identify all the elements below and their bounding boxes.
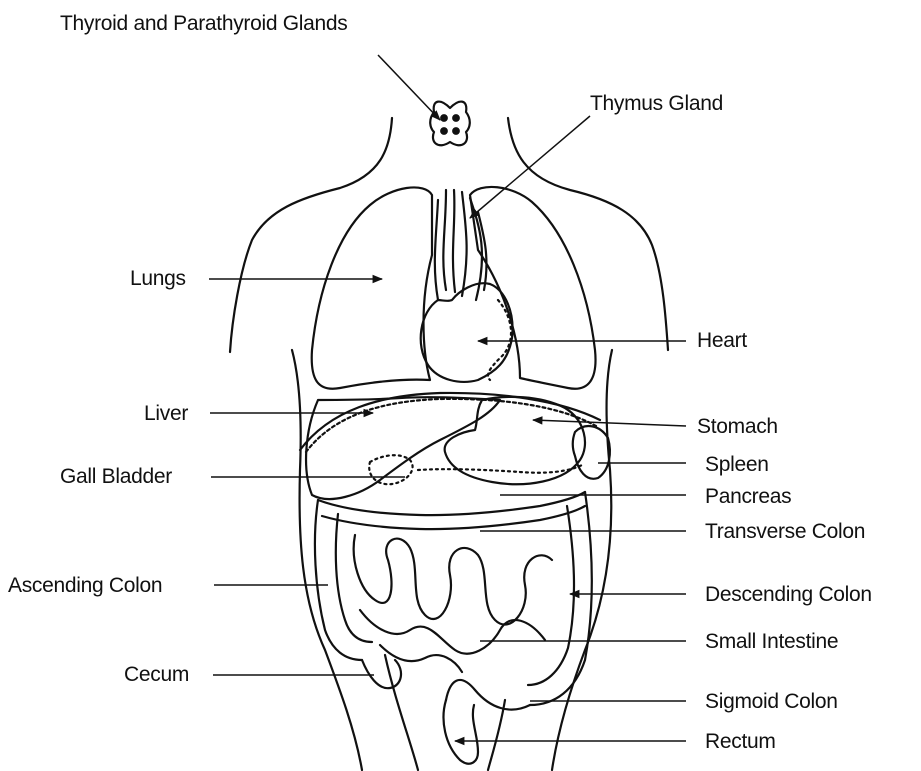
right-lung: [470, 187, 596, 389]
label-liver: Liver: [144, 403, 188, 424]
sigmoid-colon: [446, 680, 530, 710]
label-thyroid: Thyroid and Parathyroid Glands: [60, 13, 348, 34]
label-rectum: Rectum: [705, 731, 776, 752]
leader-line-stomach: [533, 420, 686, 426]
small-intestine: [354, 535, 552, 625]
parathyroid-dot: [441, 128, 447, 134]
label-thymus: Thymus Gland: [590, 93, 723, 114]
left-lung: [312, 187, 432, 388]
gall-bladder: [369, 455, 412, 484]
small-intestine: [380, 645, 462, 672]
label-sigmoid-colon: Sigmoid Colon: [705, 691, 838, 712]
heart: [421, 283, 513, 382]
label-transverse-colon: Transverse Colon: [705, 521, 865, 542]
parathyroid-dot: [441, 115, 447, 121]
label-spleen: Spleen: [705, 454, 769, 475]
diaphragm-inner: [306, 399, 596, 452]
body-outline-left: [230, 118, 392, 352]
spleen: [573, 426, 610, 479]
parathyroid-dot: [453, 115, 459, 121]
label-lungs: Lungs: [130, 268, 186, 289]
parathyroid-dot: [453, 128, 459, 134]
label-gall-bladder: Gall Bladder: [60, 466, 172, 487]
leader-line-thyroid: [378, 55, 440, 120]
label-small-intestine: Small Intestine: [705, 631, 838, 652]
cecum: [362, 660, 401, 688]
label-heart: Heart: [697, 330, 747, 351]
thyroid-gland: [430, 102, 470, 146]
label-pancreas: Pancreas: [705, 486, 791, 507]
body-outline-right: [508, 118, 668, 350]
label-cecum: Cecum: [124, 664, 189, 685]
descending-colon: [530, 492, 592, 705]
label-stomach: Stomach: [697, 416, 778, 437]
label-ascending-colon: Ascending Colon: [8, 575, 162, 596]
descending-colon-inner: [528, 506, 574, 685]
leader-line-thymus: [470, 116, 590, 218]
ascending-colon-inner: [336, 514, 372, 642]
pelvis-right: [488, 700, 505, 770]
rectum: [444, 700, 478, 764]
pancreas: [418, 465, 582, 473]
label-descending-colon: Descending Colon: [705, 584, 872, 605]
